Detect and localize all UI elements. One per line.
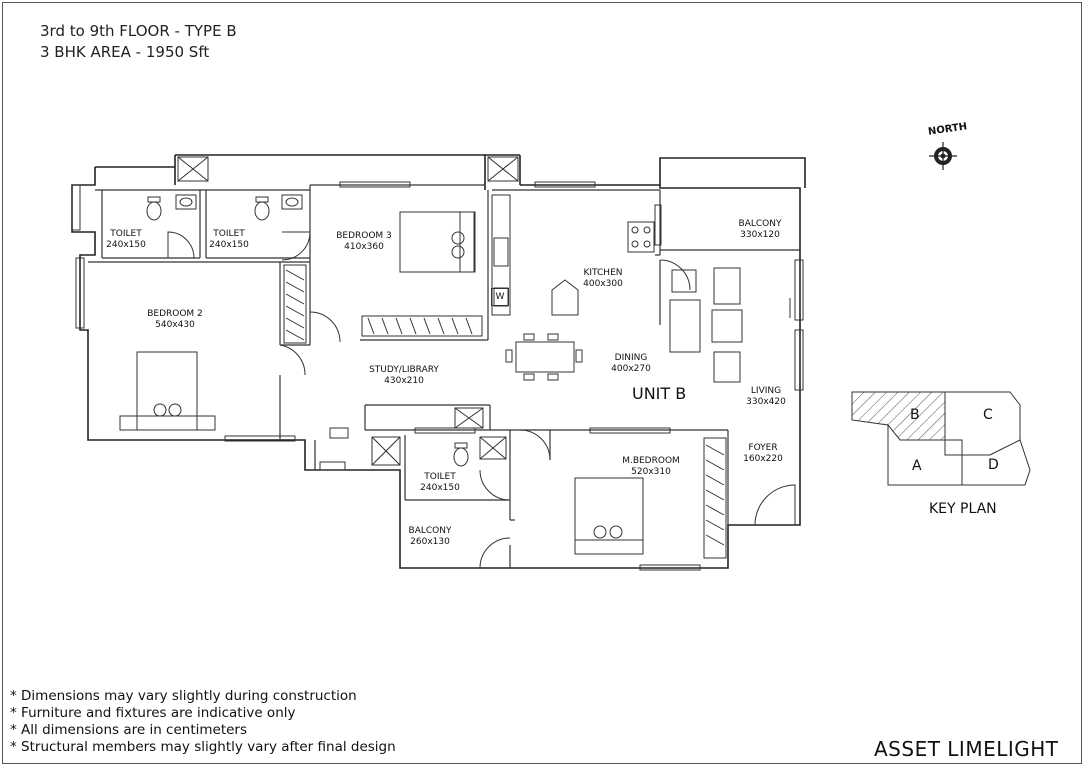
room-size: 430x210 bbox=[384, 376, 424, 386]
key-plan-label: KEY PLAN bbox=[929, 501, 997, 517]
room-label-dining: DINING 400x270 bbox=[611, 353, 651, 375]
room-name: BALCONY bbox=[408, 526, 452, 536]
room-label-balcony-1: BALCONY 330x120 bbox=[739, 219, 782, 241]
interior-walls bbox=[88, 184, 800, 568]
room-name: BALCONY bbox=[738, 219, 782, 229]
room-size: 400x270 bbox=[611, 364, 651, 374]
room-size: 330x420 bbox=[746, 397, 786, 407]
room-size: 410x360 bbox=[344, 242, 384, 252]
room-name: TOILET bbox=[424, 472, 456, 482]
disclaimer-notes: * Dimensions may vary slightly during co… bbox=[10, 688, 396, 756]
room-size: 520x310 bbox=[631, 467, 671, 477]
room-size: 160x220 bbox=[743, 454, 783, 464]
room-label-kitchen: KITCHEN 400x300 bbox=[583, 268, 623, 290]
study-cabinet bbox=[319, 427, 349, 471]
key-plan-unit-d: D bbox=[988, 457, 999, 473]
washer-box: W bbox=[491, 288, 509, 306]
area-title: 3 BHK AREA - 1950 Sft bbox=[40, 43, 210, 61]
windows bbox=[71, 181, 804, 571]
room-label-balcony-2: BALCONY 260x130 bbox=[409, 526, 452, 548]
room-name: TOILET bbox=[110, 229, 142, 239]
room-label-living: LIVING 330x420 bbox=[746, 386, 786, 408]
room-size: 240x150 bbox=[106, 240, 146, 250]
room-label-bedroom-3: BEDROOM 3 410x360 bbox=[336, 231, 392, 253]
north-compass-icon bbox=[929, 142, 957, 170]
room-label-toilet-3: TOILET 240x150 bbox=[420, 472, 460, 494]
room-name: TOILET bbox=[213, 229, 245, 239]
kitchen-counter bbox=[491, 194, 655, 316]
room-size: 260x130 bbox=[410, 537, 450, 547]
room-name: STUDY/LIBRARY bbox=[369, 365, 439, 375]
room-name: KITCHEN bbox=[583, 268, 623, 278]
doors bbox=[167, 231, 796, 569]
note-item: * Structural members may slightly vary a… bbox=[10, 739, 396, 755]
note-item: * Furniture and fixtures are indicative … bbox=[10, 705, 296, 721]
beds bbox=[119, 211, 644, 555]
room-name: M.BEDROOM bbox=[622, 456, 680, 466]
room-label-bedroom-2: BEDROOM 2 540x430 bbox=[147, 309, 203, 331]
room-size: 400x300 bbox=[583, 279, 623, 289]
room-label-master-bedroom: M.BEDROOM 520x310 bbox=[622, 456, 680, 478]
room-label-study: STUDY/LIBRARY 430x210 bbox=[369, 365, 439, 387]
room-label-toilet-1: TOILET 240x150 bbox=[106, 229, 146, 251]
room-name: LIVING bbox=[750, 386, 782, 396]
room-label-foyer: FOYER 160x220 bbox=[743, 443, 783, 465]
key-plan-drawing bbox=[851, 391, 1031, 486]
note-item: * All dimensions are in centimeters bbox=[10, 722, 248, 738]
room-size: 240x150 bbox=[209, 240, 249, 250]
room-size: 540x430 bbox=[155, 320, 195, 330]
floor-title: 3rd to 9th FLOOR - TYPE B bbox=[40, 22, 237, 40]
room-size: 240x150 bbox=[420, 483, 460, 493]
key-plan-unit-c: C bbox=[983, 407, 993, 423]
room-name: FOYER bbox=[748, 443, 778, 453]
unit-label: UNIT B bbox=[632, 384, 687, 403]
room-name: BEDROOM 2 bbox=[147, 309, 203, 319]
key-plan-unit-b: B bbox=[910, 407, 920, 423]
toilet-fixtures bbox=[146, 194, 469, 467]
outer-walls bbox=[71, 154, 806, 569]
wardrobes bbox=[283, 264, 727, 559]
room-name: BEDROOM 3 bbox=[336, 231, 392, 241]
service-shafts bbox=[177, 156, 519, 466]
project-brand: ASSET LIMELIGHT bbox=[874, 737, 1059, 761]
living-furniture bbox=[669, 267, 791, 383]
room-label-toilet-2: TOILET 240x150 bbox=[209, 229, 249, 251]
dining-table bbox=[505, 333, 583, 381]
key-plan-unit-a: A bbox=[912, 458, 922, 474]
note-item: * Dimensions may vary slightly during co… bbox=[10, 688, 357, 704]
room-name: DINING bbox=[614, 353, 648, 363]
room-size: 330x120 bbox=[740, 230, 780, 240]
